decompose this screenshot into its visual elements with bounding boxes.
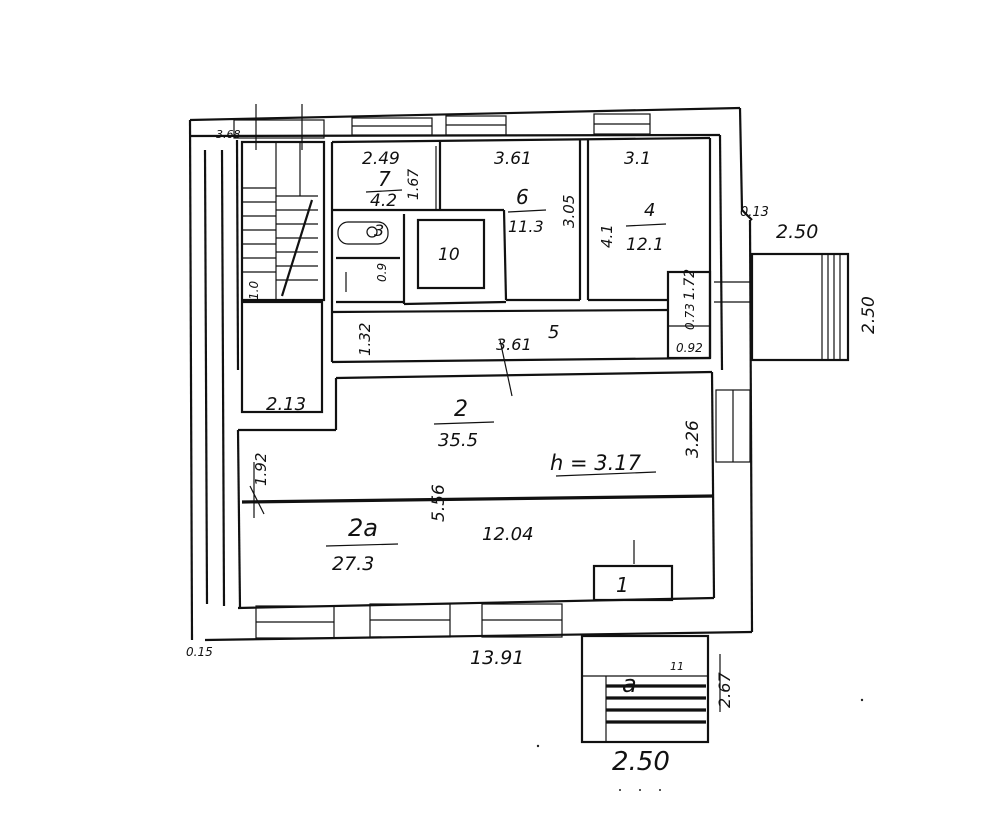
room-6-area: 11.3 (508, 217, 544, 236)
right-annex-depth: 2.50 (859, 296, 879, 334)
room-7-fraction-bar (365, 189, 403, 193)
total-depth: 5.56 (429, 484, 449, 522)
room-7-area: 4.2 (370, 191, 397, 211)
room-5-depth: 1.32 (356, 323, 374, 356)
room-6-number: 6 (516, 185, 529, 209)
outer-length: 13.91 (470, 647, 524, 669)
top-left-dimension: 3.68 (216, 128, 241, 141)
top-windows (233, 113, 651, 139)
bath-dimension: 0.9 (375, 263, 389, 282)
room-7-width: 2.49 (362, 149, 400, 169)
room-4-fraction-bar (625, 223, 667, 227)
room-2-number: 2 (454, 397, 468, 422)
room-5-width: 3.61 (496, 335, 532, 354)
bottom-windows (255, 603, 563, 639)
room-6-depth: 3.05 (560, 195, 578, 228)
outer-walls (188, 106, 754, 642)
room-2a-area: 27.3 (332, 553, 374, 575)
room-2a-length: 12.04 (482, 524, 534, 545)
room-5-number: 5 (548, 322, 559, 343)
stair-width: 2.13 (266, 394, 306, 415)
ceiling-height-underline (555, 471, 657, 477)
right-annex-width: 2.50 (776, 221, 818, 243)
annex-a-label: a (622, 670, 637, 698)
closet-dimension-3: 0.92 (676, 341, 703, 355)
room-2a-number: 2a (348, 514, 378, 542)
room-labels: 2.49 7 4.2 1.67 3.61 6 11.3 3.05 3.1 4 1… (252, 149, 703, 698)
dimension-labels: 13.91 5.56 2.13 3.68 0.15 0.13 2.50 2.50… (186, 128, 879, 777)
room-2a-depth: 1.92 (252, 453, 270, 486)
stair-block (240, 104, 326, 414)
room-7-depth: 1.67 (406, 169, 422, 200)
room-3-number: 3 (374, 221, 384, 240)
room-4-number: 4 (644, 200, 655, 221)
right-annex (714, 252, 850, 362)
room-7-number: 7 (378, 167, 391, 191)
dimension-ticks (249, 146, 721, 712)
room-6-fraction-bar (507, 209, 547, 213)
room-4-area: 12.1 (626, 235, 664, 255)
room-4-width: 3.1 (624, 149, 651, 169)
bottom-annex-depth: 2.67 (715, 672, 734, 708)
room-4-depth: 4.1 (598, 224, 616, 248)
room-1-number: 1 (616, 573, 629, 597)
stair-dimension: 1.0 (247, 281, 261, 300)
bottom-annex-width: 2.50 (612, 747, 670, 777)
room-10-number: 10 (438, 245, 460, 265)
room-2-area: 35.5 (438, 430, 478, 451)
room-6-width: 3.61 (494, 149, 532, 169)
closet-dimension-2: 0.73 (683, 303, 697, 330)
closet-dimension-1: 1.72 (682, 269, 698, 300)
right-wall-dimension: 0.13 (740, 205, 769, 220)
scan-specks (536, 698, 864, 791)
corner-dimension: 0.15 (186, 645, 213, 659)
room-2a-fraction-bar (325, 543, 399, 547)
ceiling-height-note: h = 3.17 (550, 451, 642, 475)
step-dimension: 11 (670, 660, 684, 673)
interior-walls (238, 136, 715, 602)
bottom-annex (580, 634, 710, 744)
room-2-depth: 3.26 (683, 420, 703, 458)
room-2-fraction-bar (433, 421, 495, 425)
